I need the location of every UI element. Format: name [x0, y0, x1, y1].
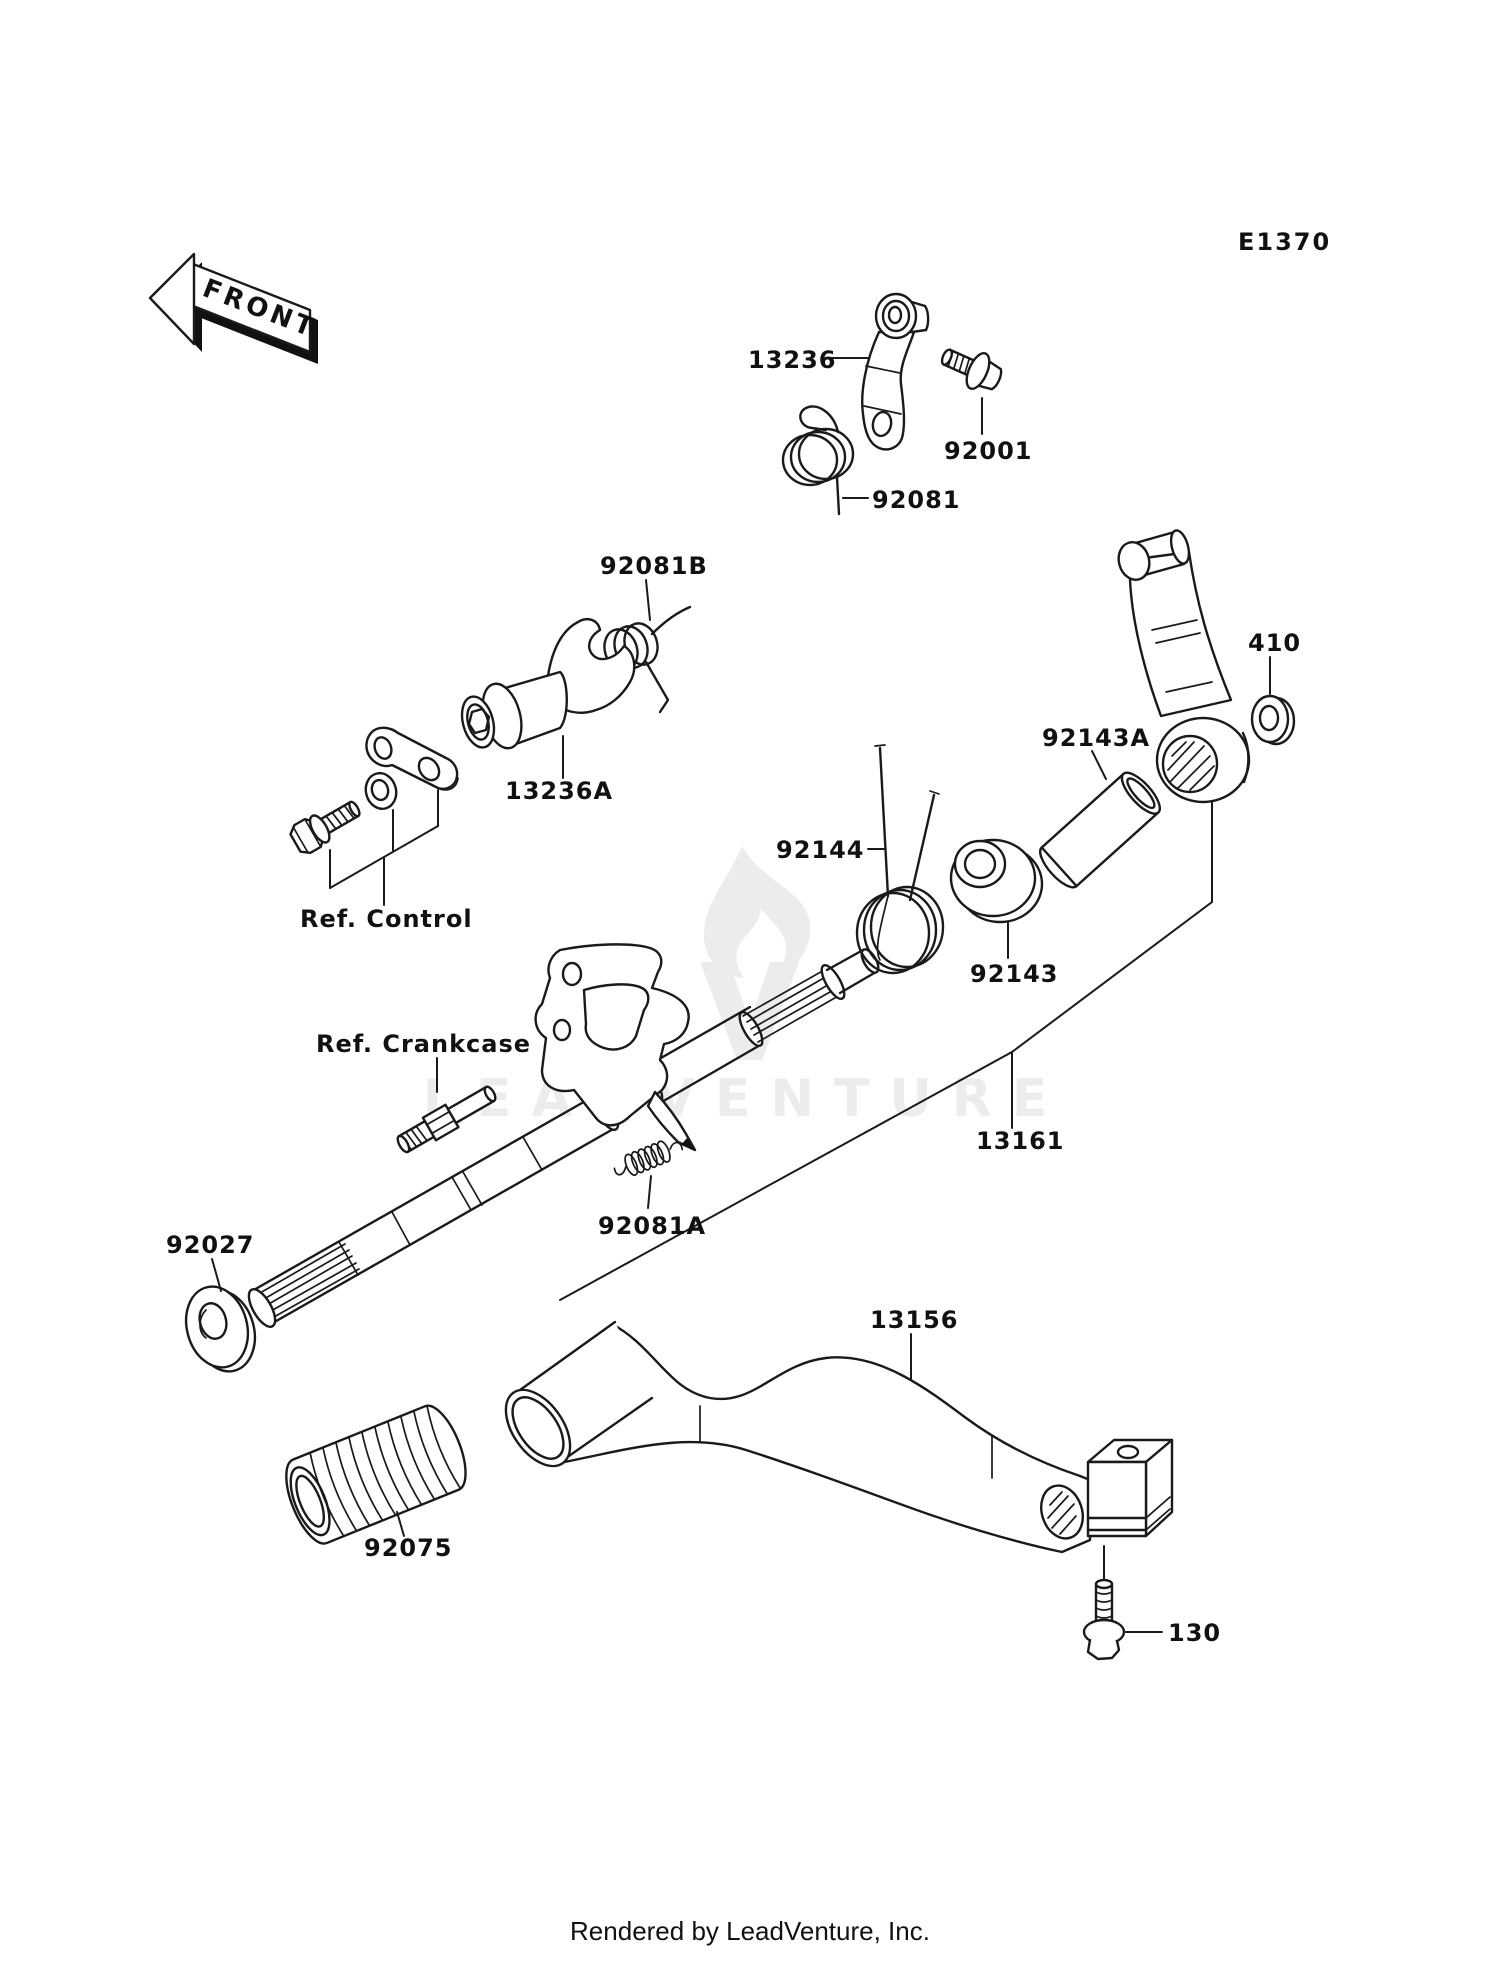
part-92081A: 92081A: [598, 1140, 706, 1240]
cam-13236A-drawing: [460, 618, 636, 750]
part-label-92081A: 92081A: [598, 1212, 706, 1240]
ref-label-control: Ref. Control: [300, 905, 473, 933]
spring-92144-drawing: [855, 744, 945, 975]
part-label-92143A: 92143A: [1042, 724, 1150, 752]
bushing-92143-drawing: [949, 838, 1044, 924]
spring-92081A-drawing: [613, 1140, 684, 1176]
watermark: LEADVENTURE: [423, 846, 1068, 1129]
part-label-92081: 92081: [872, 486, 961, 514]
part-label-92144: 92144: [776, 836, 865, 864]
part-label-13236: 13236: [748, 346, 837, 374]
control-washer-drawing: [364, 771, 398, 811]
part-410: 410: [1248, 629, 1301, 746]
part-13236A: 13236A: [460, 618, 636, 805]
footer-credit: Rendered by LeadVenture, Inc.: [570, 1916, 930, 1946]
part-92081B: 92081B: [600, 552, 708, 714]
washer-410-drawing: [1250, 694, 1296, 746]
part-label-410: 410: [1248, 629, 1301, 657]
part-92143: 92143: [949, 838, 1059, 988]
control-link-plate-drawing: [365, 726, 459, 791]
change-lever-drawing: [1117, 529, 1251, 804]
bolt-130-drawing: [1082, 1578, 1126, 1661]
part-label-130: 130: [1168, 1619, 1221, 1647]
diagram-code: E1370: [1238, 228, 1331, 256]
control-bolt-drawing: [289, 800, 361, 855]
part-92143A: 92143A: [1039, 724, 1161, 889]
pedal-13156-drawing: [504, 1320, 1174, 1554]
crankcase-plate-drawing: [534, 943, 697, 1152]
crankcase-stud-drawing: [396, 1085, 497, 1154]
part-13161: 13161: [559, 791, 1213, 1301]
part-label-92075: 92075: [364, 1534, 453, 1562]
rubber-92075-drawing: [285, 1404, 467, 1545]
part-92081: 92081: [781, 405, 961, 516]
washer-92027-drawing: [184, 1285, 257, 1373]
part-13236: 13236: [748, 292, 930, 451]
part-92001: 92001: [940, 348, 1033, 465]
v-logo-icon: [700, 962, 799, 1060]
part-label-13161: 13161: [976, 1127, 1065, 1155]
part-13156: 13156: [504, 1306, 1174, 1554]
ref-label-crankcase: Ref. Crankcase: [316, 1030, 531, 1058]
flame-icon: [703, 846, 811, 978]
part-92144: 92144: [776, 744, 945, 975]
part-label-92027: 92027: [166, 1231, 255, 1259]
part-label-92143: 92143: [970, 960, 1059, 988]
part-label-13236A: 13236A: [505, 777, 613, 805]
part-130: 130: [1082, 1545, 1221, 1661]
ref-crankcase: Ref. Crankcase: [316, 1030, 531, 1154]
part-label-92001: 92001: [944, 437, 1033, 465]
watermark-text: LEADVENTURE: [423, 1069, 1068, 1129]
lever-13236-drawing: [861, 292, 930, 451]
part-label-13156: 13156: [870, 1306, 959, 1334]
front-direction-icon: FRONT: [148, 252, 321, 364]
spring-92081B-drawing: [603, 605, 692, 714]
spring-92081-drawing: [781, 405, 855, 516]
ref-control: Ref. Control: [289, 726, 473, 933]
part-92027: 92027: [166, 1231, 257, 1373]
change-shaft-drawing: [247, 948, 880, 1328]
bolt-92001-drawing: [940, 348, 1003, 391]
sleeve-92143A-drawing: [1039, 771, 1161, 889]
part-label-92081B: 92081B: [600, 552, 708, 580]
part-92075: 92075: [285, 1404, 467, 1562]
